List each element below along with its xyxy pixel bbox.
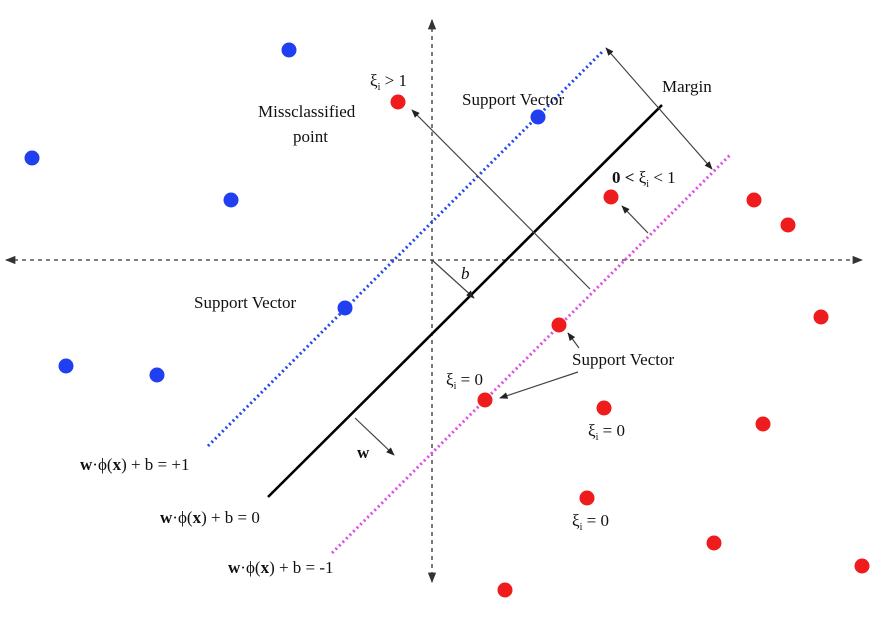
- data-point: [281, 42, 297, 58]
- data-point: [58, 358, 74, 374]
- support-vector-point: [337, 300, 353, 316]
- slack-zero-label: ξi = 0: [446, 370, 483, 392]
- bias-arrow: [431, 259, 475, 299]
- slack-zero-label: ξi = 0: [588, 421, 625, 443]
- data-point: [780, 217, 796, 233]
- support-vector-point: [530, 109, 546, 125]
- data-point: [746, 192, 762, 208]
- negative-margin-line: [330, 153, 732, 555]
- arrows: [354, 47, 713, 456]
- support-vector-label-left: Support Vector: [194, 293, 296, 312]
- equation-minus-one: w·ϕ(x) + b = -1: [228, 558, 334, 577]
- decision-boundary-line: [267, 104, 663, 498]
- labels: Margin Missclassified point ξi > 1 Suppo…: [80, 71, 712, 577]
- data-point: [24, 150, 40, 166]
- support-vector-point: [551, 317, 567, 333]
- data-point: [579, 490, 595, 506]
- class-positive-points: [24, 42, 546, 383]
- misclassified-label: Missclassified: [258, 102, 356, 121]
- data-point: [755, 416, 771, 432]
- misclassified-slack-arrow: [411, 109, 591, 290]
- data-point: [706, 535, 722, 551]
- class-negative-points: [390, 94, 870, 598]
- margin-label: Margin: [662, 77, 712, 96]
- inside-margin-slack-arrow: [621, 205, 649, 234]
- margin-arrow: [605, 47, 713, 170]
- weight-vector-arrow: [354, 417, 395, 456]
- data-point: [596, 400, 612, 416]
- data-point: [149, 367, 165, 383]
- data-point: [497, 582, 513, 598]
- slack-greater-than-one-label: ξi > 1: [370, 71, 407, 93]
- support-vector-label-right: Support Vector: [572, 350, 674, 369]
- support-vector-point: [477, 392, 493, 408]
- data-point: [854, 558, 870, 574]
- misclassified-label-line2: point: [293, 127, 328, 146]
- slack-between-zero-and-one-label: 0 < ξi < 1: [612, 168, 676, 190]
- support-vector-pointer-upper: [567, 332, 580, 349]
- weight-vector-label: w: [357, 443, 370, 462]
- axes: [4, 18, 864, 584]
- equation-zero: w·ϕ(x) + b = 0: [160, 508, 260, 527]
- data-point: [813, 309, 829, 325]
- margin-violation-point: [603, 189, 619, 205]
- data-point: [223, 192, 239, 208]
- equation-plus-one: w·ϕ(x) + b = +1: [80, 455, 190, 474]
- support-vector-pointer-lower: [499, 371, 579, 399]
- support-vector-label-top: Support Vector: [462, 90, 564, 109]
- misclassified-point: [390, 94, 406, 110]
- bias-label: b: [461, 264, 470, 283]
- slack-zero-label: ξi = 0: [572, 511, 609, 533]
